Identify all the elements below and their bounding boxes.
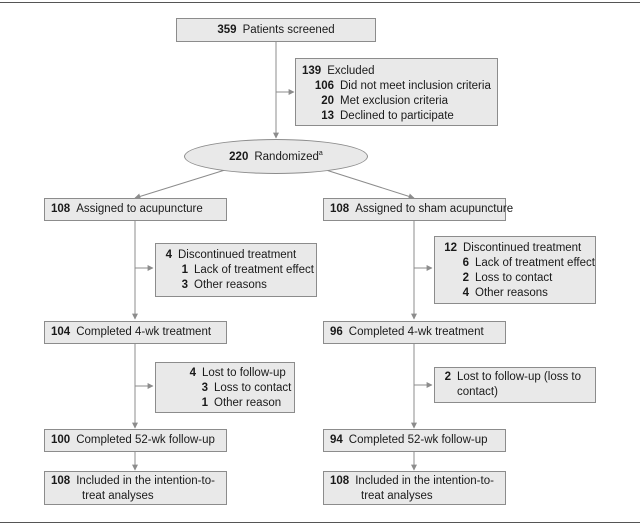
excluded-item-count: 20: [321, 95, 334, 107]
left-discontinued-count: 4: [165, 249, 172, 261]
right-assigned-box: 108 Assigned to sham acupuncture: [323, 198, 513, 221]
randomized-count: 220: [229, 150, 249, 163]
right-discontinued-item-count: 6: [462, 257, 469, 269]
right-completed-4wk-label: Completed 4-wk treatment: [348, 326, 484, 338]
screened-label: Patients screened: [242, 23, 335, 36]
right-itt-label: Included in the intention-to-: [355, 475, 494, 487]
right-assigned-label: Assigned to sham acupuncture: [355, 203, 514, 215]
right-completed-52wk-box: 94 Completed 52-wk follow-up: [323, 429, 506, 452]
randomized-ellipse: 220 Randomizeda: [184, 139, 368, 174]
left-completed-52wk-count: 100: [51, 434, 71, 446]
left-lost-item-label: Other reason: [214, 397, 282, 409]
right-discontinued-item-count: 4: [462, 287, 469, 299]
left-itt-label: Included in the intention-to-: [76, 475, 215, 487]
left-lost-box: 4 Lost to follow-up 3 Loss to contact 1 …: [155, 362, 295, 413]
right-itt-box: 108 Included in the intention-to- treat …: [323, 471, 506, 505]
right-discontinued-item-label: Loss to contact: [475, 272, 553, 284]
connector-randomized-right: [325, 169, 415, 200]
top-rule: [0, 2, 640, 3]
right-discontinued-item-count: 2: [462, 272, 469, 284]
excluded-item-count: 13: [321, 110, 334, 122]
right-itt-count: 108: [330, 475, 350, 487]
right-discontinued-box: 12 Discontinued treatment 6 Lack of trea…: [434, 236, 596, 304]
randomized-label: Randomizeda: [254, 149, 323, 163]
excluded-item-count: 106: [314, 80, 334, 92]
left-completed-4wk-count: 104: [51, 326, 71, 338]
connector-randomized-left: [134, 169, 226, 200]
excluded-label: Excluded: [327, 65, 375, 77]
left-completed-52wk-label: Completed 52-wk follow-up: [76, 434, 215, 446]
left-discontinued-item-count: 3: [181, 279, 188, 291]
left-assigned-count: 108: [51, 203, 71, 215]
left-completed-52wk-box: 100 Completed 52-wk follow-up: [44, 429, 227, 452]
right-lost-label: Lost to follow-up (loss to: [457, 371, 582, 383]
right-discontinued-count: 12: [444, 242, 457, 254]
excluded-item-label: Met exclusion criteria: [340, 95, 449, 107]
right-assigned-count: 108: [330, 203, 350, 215]
left-discontinued-box: 4 Discontinued treatment 1 Lack of treat…: [155, 243, 317, 297]
left-lost-item-count: 3: [201, 382, 208, 394]
left-itt-count: 108: [51, 475, 71, 487]
left-lost-count: 4: [189, 367, 196, 379]
screened-box: 359 Patients screened: [176, 18, 376, 42]
excluded-item-label: Did not meet inclusion criteria: [340, 80, 491, 92]
right-lost-label-line2: contact): [457, 386, 498, 398]
right-completed-52wk-label: Completed 52-wk follow-up: [348, 434, 488, 446]
randomized-footnote-marker: a: [318, 149, 323, 157]
left-completed-4wk-box: 104 Completed 4-wk treatment: [44, 321, 227, 344]
screened-count: 359: [217, 23, 237, 36]
left-itt-box: 108 Included in the intention-to- treat …: [44, 471, 227, 505]
right-discontinued-label: Discontinued treatment: [463, 242, 582, 254]
bottom-rule: [0, 522, 640, 523]
excluded-box: 139 Excluded 106 Did not meet inclusion …: [295, 58, 498, 126]
right-lost-box: 2 Lost to follow-up (loss to contact): [434, 367, 596, 403]
left-itt-label-line2: treat analyses: [82, 490, 154, 502]
right-completed-4wk-count: 96: [330, 326, 343, 338]
right-discontinued-item-label: Lack of treatment effect: [475, 257, 595, 269]
right-completed-4wk-box: 96 Completed 4-wk treatment: [323, 321, 506, 344]
excluded-count: 139: [302, 65, 322, 77]
excluded-item-label: Declined to participate: [340, 110, 454, 122]
left-assigned-label: Assigned to acupuncture: [76, 203, 203, 215]
right-itt-label-line2: treat analyses: [361, 490, 433, 502]
right-discontinued-item-label: Other reasons: [475, 287, 548, 299]
left-lost-item-count: 1: [201, 397, 208, 409]
left-assigned-box: 108 Assigned to acupuncture: [44, 198, 227, 221]
left-lost-item-label: Loss to contact: [214, 382, 292, 394]
right-completed-52wk-count: 94: [330, 434, 343, 446]
left-lost-label: Lost to follow-up: [202, 367, 286, 379]
left-completed-4wk-label: Completed 4-wk treatment: [76, 326, 212, 338]
left-discontinued-label: Discontinued treatment: [178, 249, 297, 261]
left-discontinued-item-count: 1: [181, 264, 188, 276]
right-lost-count: 2: [444, 371, 451, 383]
left-discontinued-item-label: Lack of treatment effect: [194, 264, 314, 276]
left-discontinued-item-label: Other reasons: [194, 279, 267, 291]
